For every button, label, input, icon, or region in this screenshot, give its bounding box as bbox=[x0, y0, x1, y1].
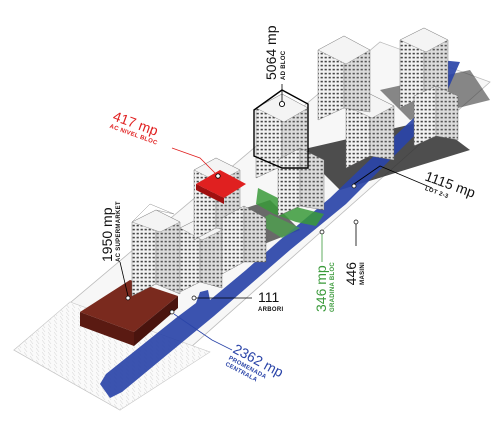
gradina-marker bbox=[319, 229, 325, 235]
promenada-leader bbox=[173, 313, 233, 351]
label-ac-nivel: 417 mp AC NIVEL BLOC bbox=[109, 108, 161, 147]
arbori-count: 111 bbox=[258, 289, 279, 305]
arbori-marker bbox=[191, 295, 197, 301]
lot-marker bbox=[351, 183, 357, 189]
label-masini: 446 MASINI bbox=[343, 262, 366, 286]
ac-nivel-leader bbox=[171, 147, 217, 175]
label-lot: 1115 mp LOT 2-3 bbox=[423, 168, 478, 201]
gradina-area: 346 mp bbox=[313, 265, 329, 312]
gradina-caption: GRADINA BLOC bbox=[330, 262, 336, 312]
tower-7 bbox=[345, 93, 395, 169]
lot-area: 1115 mp bbox=[423, 168, 478, 201]
tower-4 bbox=[221, 205, 267, 275]
parking-area bbox=[13, 301, 211, 411]
label-arbori: 111 ARBORI bbox=[258, 289, 283, 313]
promenada-marker bbox=[169, 309, 175, 315]
ad-bloc-marker bbox=[278, 100, 286, 108]
tower-8 bbox=[317, 35, 371, 121]
supermarket-marker bbox=[125, 295, 131, 301]
masini-count: 446 bbox=[343, 262, 359, 286]
supermarket-caption: AC SUPERMARKET bbox=[116, 201, 122, 262]
tower-9 bbox=[399, 27, 449, 109]
ac-nivel-marker bbox=[215, 173, 221, 179]
tower-1 bbox=[131, 203, 181, 297]
arbori-caption: ARBORI bbox=[258, 307, 283, 313]
ac-level-wall bbox=[196, 184, 224, 204]
supermarket-wall bbox=[80, 312, 134, 346]
lot-leader bbox=[353, 165, 433, 189]
tower-10 bbox=[413, 85, 459, 147]
label-gradina: 346 mp GRADINA BLOC bbox=[313, 262, 336, 312]
central-promenade bbox=[100, 60, 460, 398]
masini-marker bbox=[353, 219, 359, 225]
ad-bloc-area: 5064 mp bbox=[263, 25, 279, 80]
supermarket-wall-2 bbox=[134, 296, 178, 346]
label-ad-bloc: 5064 mp AD BLOC bbox=[263, 25, 287, 80]
tower-6 bbox=[277, 147, 325, 217]
ac-level-roof bbox=[196, 170, 246, 198]
ad-bloc-caption: AD BLOC bbox=[281, 50, 287, 80]
supermarket-area: 1950 mp bbox=[99, 207, 115, 262]
label-supermarket: 1950 mp AC SUPERMARKET bbox=[99, 201, 122, 262]
garden-block-2 bbox=[256, 214, 300, 238]
supermarket-leader bbox=[119, 261, 129, 297]
label-promenada: 2362 mp PROMENADA CENTRALA bbox=[224, 341, 286, 384]
supermarket-roof bbox=[80, 280, 178, 332]
masini-caption: MASINI bbox=[360, 262, 366, 285]
